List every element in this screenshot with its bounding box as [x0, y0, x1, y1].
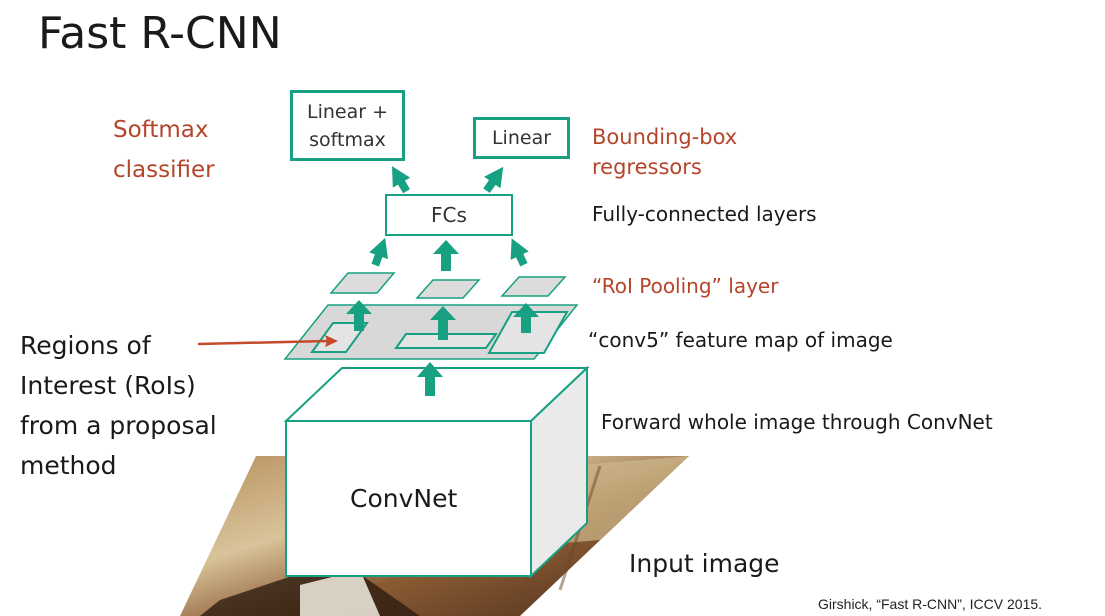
flow-arrows: [346, 166, 539, 396]
bbox-regressors-label: Bounding-box regressors: [592, 122, 737, 182]
arrow-upright-icon: [483, 166, 504, 193]
rois-line3: from a proposal: [20, 411, 217, 440]
arrow-up-icon: [346, 300, 372, 331]
rois-line2: Interest (RoIs): [20, 371, 196, 400]
conv5-label: “conv5” feature map of image: [588, 328, 893, 352]
rois-line4: method: [20, 451, 117, 480]
page-title: Fast R-CNN: [38, 8, 282, 59]
roi-middle: [394, 333, 498, 349]
bbox-label-line1: Bounding-box: [592, 125, 738, 149]
fcs-box: FCs: [385, 194, 513, 236]
linear-box-label: Linear: [491, 127, 552, 149]
softmax-classifier-label: Softmax classifier: [113, 110, 215, 190]
fcs-box-label: FCs: [431, 203, 467, 227]
arrow-up-icon: [430, 306, 456, 340]
fc-layers-label: Fully-connected layers: [592, 202, 817, 226]
convnet-block: [283, 365, 590, 579]
linear-box: Linear: [473, 117, 570, 159]
rois-line1: Regions of: [20, 331, 151, 360]
roi-pooling-label: “RoI Pooling” layer: [592, 274, 779, 298]
linear-softmax-line1: Linear +: [306, 100, 388, 123]
softmax-label-line1: Softmax: [113, 117, 209, 143]
bbox-label-line2: regressors: [592, 155, 702, 179]
softmax-label-line2: classifier: [113, 157, 215, 183]
rois-pointer-arrow: [197, 335, 338, 347]
linear-softmax-line2: softmax: [309, 128, 386, 151]
arrow-up-icon: [417, 362, 443, 396]
rois-description: Regions of Interest (RoIs) from a propos…: [20, 326, 217, 486]
arrow-upright-icon: [510, 238, 529, 267]
arrow-upleft-icon: [369, 237, 389, 267]
arrow-up-icon: [433, 240, 459, 271]
roi-pooling-outputs: [329, 272, 567, 299]
citation: Girshick, “Fast R-CNN”, ICCV 2015.: [818, 596, 1043, 612]
input-image-label: Input image: [629, 549, 780, 578]
linear-softmax-box: Linear + softmax: [290, 90, 405, 161]
arrow-up-icon: [513, 303, 539, 333]
convnet-label: ConvNet: [350, 484, 458, 513]
arrow-upleft-icon: [392, 166, 411, 194]
forward-label: Forward whole image through ConvNet: [601, 410, 993, 434]
